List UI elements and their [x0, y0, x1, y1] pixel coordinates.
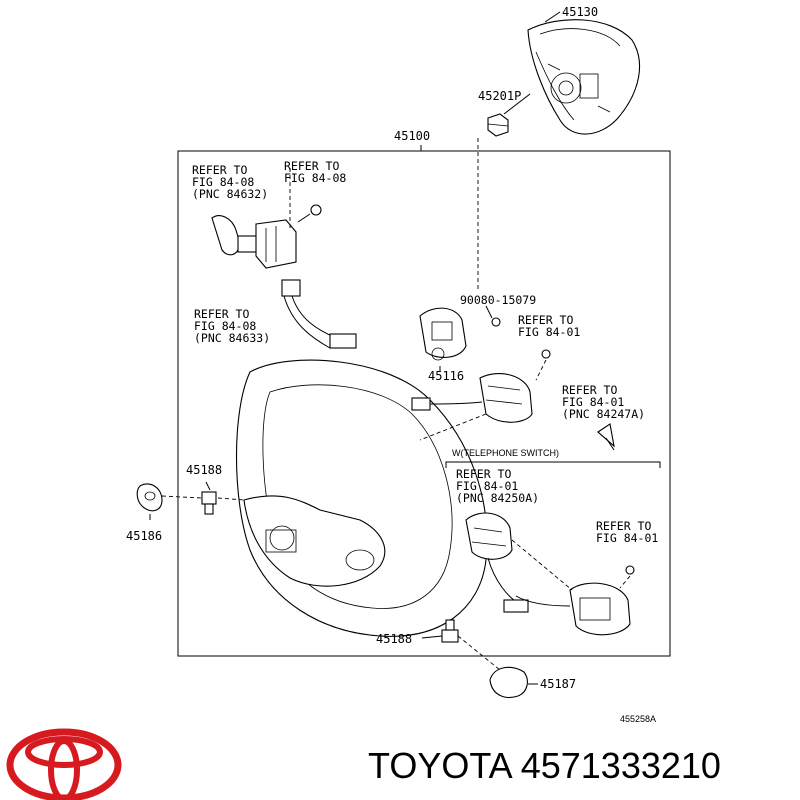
steering-wheel [235, 359, 488, 637]
telephone-switch-bracket [445, 461, 661, 468]
direction-arrow [597, 423, 615, 448]
screw-telephone [625, 565, 635, 575]
telephone-switch-left [465, 512, 529, 613]
cover-45187 [489, 666, 528, 698]
toyota-logo-icon [6, 728, 122, 800]
telephone-switch-right [515, 582, 631, 636]
figure-code: 455258A [620, 714, 656, 724]
screw-84-01 [541, 349, 551, 359]
assembly-frame [177, 150, 671, 657]
part-label-45130: 45130 [562, 5, 598, 19]
part-label-45201p: 45201P [478, 89, 521, 103]
part-label-45100: 45100 [394, 129, 430, 143]
screw-top-left [297, 204, 322, 223]
part-label-45187: 45187 [540, 677, 576, 691]
bolt-45188-left [201, 491, 217, 515]
ref-callout-84247a: REFER TO FIG 84-01 (PNC 84247A) [562, 383, 645, 421]
wire-harness-84633 [281, 279, 357, 349]
ref-callout-84-01-bottom: REFER TO FIG 84-01 [596, 519, 658, 545]
ref-callout-84250a: REFER TO FIG 84-01 (PNC 84250A) [456, 467, 539, 505]
part-label-45186: 45186 [126, 529, 162, 543]
part-label-45188-bottom: 45188 [376, 632, 412, 646]
cap-45186 [136, 483, 163, 512]
ref-callout-84-01-top: REFER TO FIG 84-01 [518, 313, 580, 339]
screw-90080 [491, 317, 501, 327]
nut-45201p [487, 113, 509, 137]
switch-45116 [419, 307, 467, 361]
steering-pad-switch-right [411, 373, 533, 423]
combination-switch [211, 215, 297, 269]
part-label-45188-left: 45188 [186, 463, 222, 477]
part-label-90080: 90080-15079 [460, 293, 536, 307]
telephone-switch-label: W(TELEPHONE SWITCH) [452, 448, 559, 458]
footer-brand-partnumber: TOYOTA 4571333210 [368, 745, 721, 786]
ref-callout-84633: REFER TO FIG 84-08 (PNC 84633) [194, 307, 270, 345]
airbag-module [527, 19, 641, 135]
ref-callout-84632: REFER TO FIG 84-08 (PNC 84632) [192, 163, 268, 201]
ref-callout-84-08: REFER TO FIG 84-08 [284, 159, 346, 185]
part-label-45116: 45116 [428, 369, 464, 383]
